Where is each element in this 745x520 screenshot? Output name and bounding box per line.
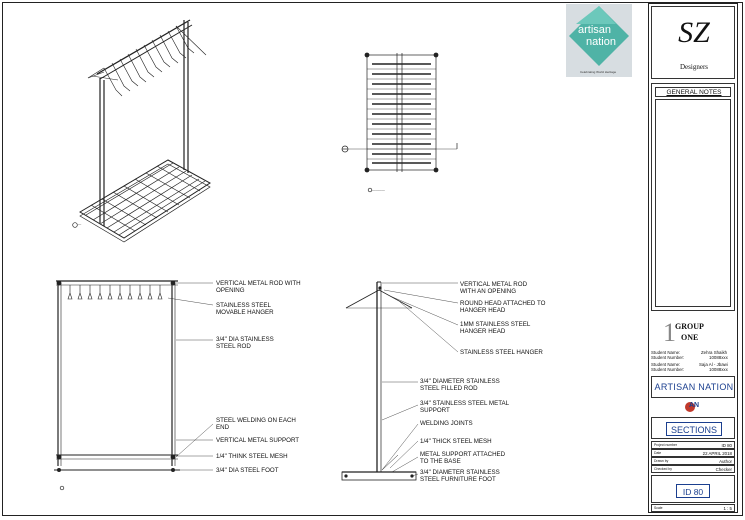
note-hanger: STAINLESS STEEL HANGER	[460, 349, 543, 356]
title-block: SZ Designers GENERAL NOTES 1 GROUP ONE S…	[648, 3, 738, 513]
logo-tagline: Celebrating World Heritage	[580, 70, 617, 74]
note-vertical-support: VERTICAL METAL SUPPORT	[216, 437, 300, 444]
front-elevation	[54, 280, 214, 472]
note-welding: STEEL WELDING ON EACH END	[216, 417, 296, 431]
student-number: 10088xxx	[709, 355, 728, 360]
view-tag-marker	[59, 485, 65, 491]
info-row-label: Project number	[654, 443, 677, 447]
note-steel-mesh: 1/4" THINK STEEL MESH	[216, 453, 288, 460]
student-number-label: Student Number:	[651, 355, 685, 360]
logo-emblem-icon	[569, 6, 629, 66]
view-tag-marker	[72, 222, 78, 228]
project-logo-text: AN	[689, 402, 700, 409]
general-notes-content	[655, 99, 731, 307]
note-movable-hanger: STAINLESS STEEL MOVABLE HANGER	[216, 302, 274, 316]
isometric-view	[79, 19, 211, 243]
note-base-support: METAL SUPPORT ATTACHED TO THE BASE	[420, 451, 506, 465]
student-name-label: Student Name:	[651, 350, 681, 355]
sheet-title: SECTIONS	[670, 425, 717, 435]
sheet-number-box: ID 80	[651, 475, 735, 503]
project-logo-icon: AN	[685, 401, 699, 413]
student-number-label: Student Number:	[651, 367, 685, 372]
scale-label: Scale	[654, 506, 663, 510]
group-number: 1	[663, 318, 676, 347]
info-row-label: Drawn by	[654, 459, 669, 463]
note-metal-support: 3/4" STAINLESS STEEL METAL SUPPORT	[420, 400, 509, 414]
student-number: 10088xxx	[709, 367, 728, 372]
view-caption: —	[78, 222, 82, 226]
note-welding-joints: WELDING JOINTS	[420, 420, 473, 427]
project-name-box: ARTISAN NATION	[651, 376, 735, 398]
project-name: ARTISAN NATION	[654, 382, 734, 392]
plan-view	[341, 52, 458, 173]
info-row-value: Checker	[715, 467, 732, 472]
info-row-value: Author	[719, 459, 732, 464]
scale-row: Scale 1 : 5	[651, 504, 735, 512]
info-row-value: ID 80	[721, 443, 733, 448]
note-vertical-rod: VERTICAL METAL ROD WITH OPENING	[216, 280, 301, 294]
info-row-label: Date	[654, 451, 662, 455]
artisan-nation-logo: artisan nation Celebrating World Heritag…	[566, 4, 632, 77]
note-furniture-foot: 3/4" DIAMETER STAINLESS STEEL FURNITURE …	[420, 469, 500, 483]
info-row-value: 22 APRIL 2018	[702, 451, 732, 456]
note-steel-foot: 3/4" DIA STEEL FOOT	[216, 467, 279, 474]
info-row: Checked by Checker	[651, 465, 735, 473]
info-row-label: Checked by	[654, 467, 672, 471]
student-name-label: Student Name:	[651, 362, 681, 367]
firm-name: Designers	[680, 63, 708, 71]
student-name: Zehra Shaikh	[701, 350, 728, 355]
student-name: Saja Al - Jbawi	[699, 362, 728, 367]
general-notes-header: GENERAL NOTES	[655, 87, 731, 97]
info-row: Date 22 APRIL 2018	[651, 449, 735, 457]
logo-line1: artisan	[578, 24, 612, 36]
firm-logo-box: SZ Designers	[651, 6, 735, 79]
info-row: Drawn by Author	[651, 457, 735, 465]
side-elevation	[341, 281, 459, 481]
sheet-number-frame: ID 80	[676, 484, 710, 498]
note-round-head: ROUND HEAD ATTACHED TO HANGER HEAD	[460, 300, 546, 314]
note-thick-mesh: 1/4" THICK STEEL MESH	[420, 438, 492, 445]
info-row: Project number ID 80	[651, 441, 735, 449]
view-caption: ————	[372, 188, 385, 192]
note-filled-rod: 3/4" DIAMETER STAINLESS STEEL FILLED ROD	[420, 378, 500, 392]
note-steel-rod: 3/4" DIA STAINLESS STEEL ROD	[216, 336, 274, 350]
view-tag-marker	[367, 187, 373, 193]
general-notes-title: GENERAL NOTES	[666, 89, 722, 96]
firm-monogram: SZ	[678, 16, 710, 49]
group-word1: GROUP	[675, 322, 704, 331]
general-notes-panel: GENERAL NOTES	[651, 83, 735, 311]
sheet-number: ID 80	[682, 487, 704, 497]
logo-line2: nation	[586, 36, 616, 48]
group-word2: ONE	[681, 333, 699, 342]
sheet-title-frame: SECTIONS	[666, 422, 722, 436]
scale-value: 1 : 5	[723, 506, 732, 511]
sheet-title-box: SECTIONS	[651, 417, 735, 439]
note-rod-opening: VERTICAL METAL ROD WITH AN OPENING	[460, 281, 528, 295]
note-hanger-head: 1MM STAINLESS STEEL HANGER HEAD	[460, 321, 531, 335]
